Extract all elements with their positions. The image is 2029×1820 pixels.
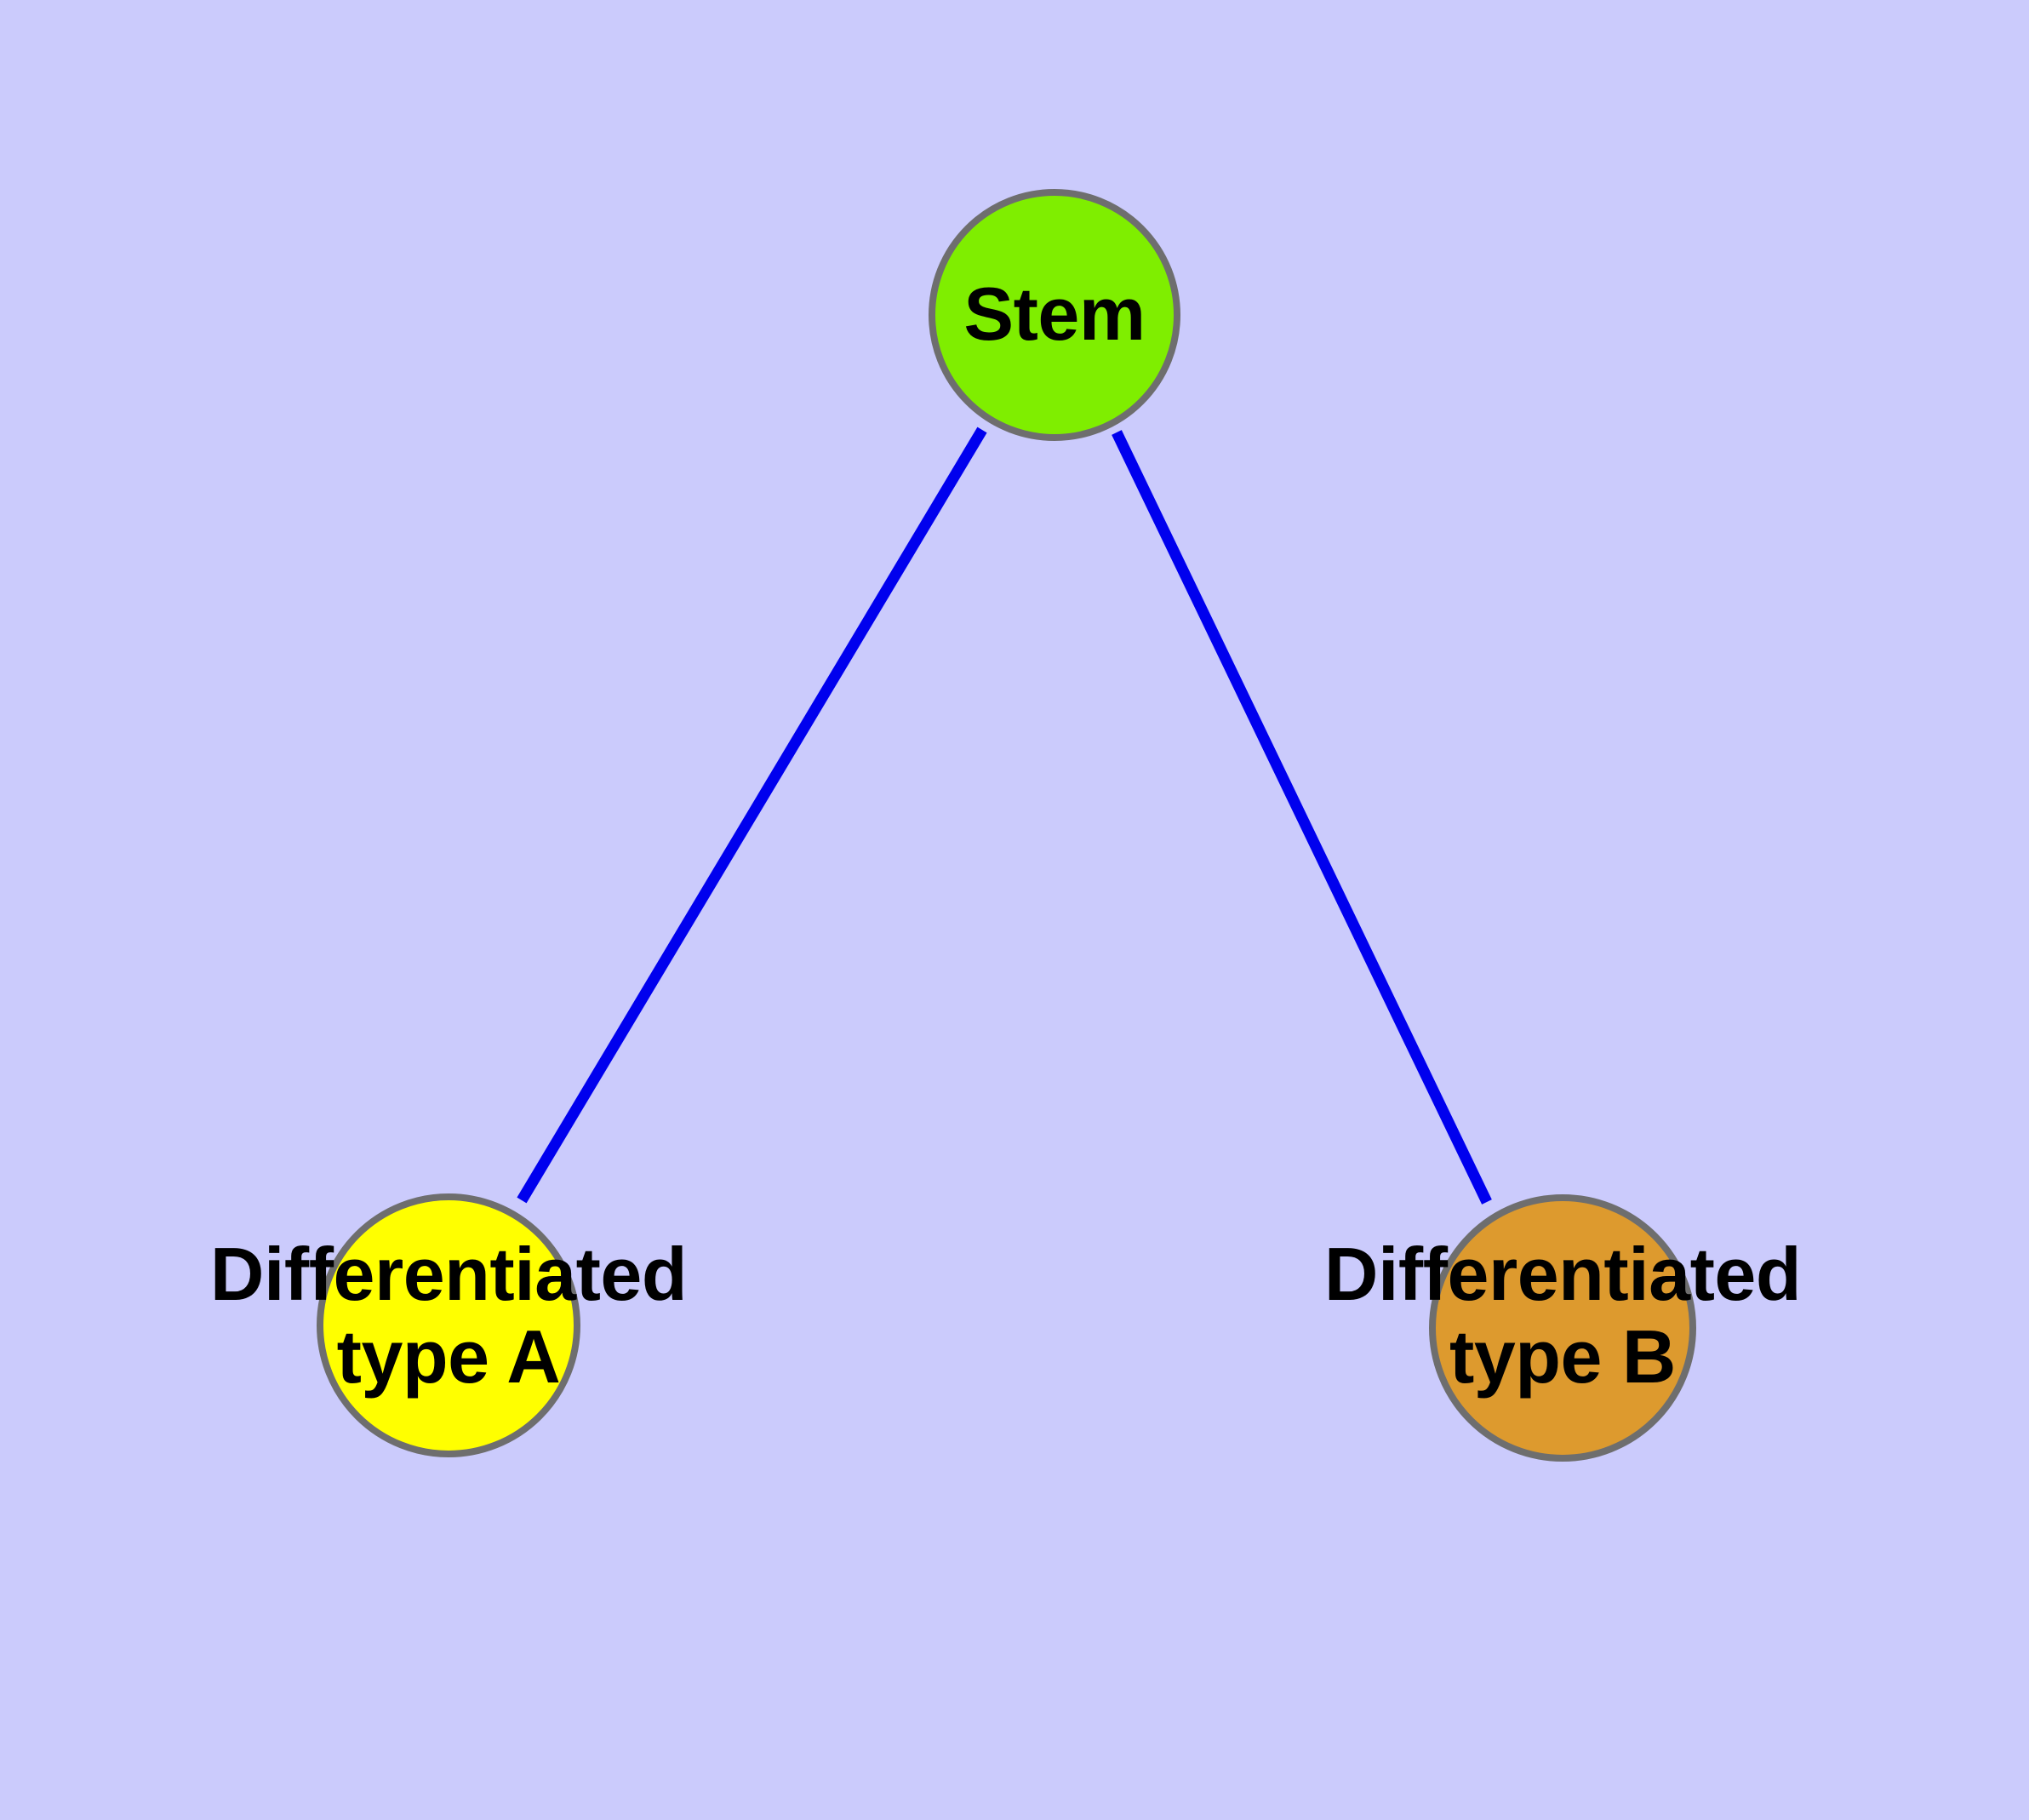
node-differentiated-type-b[interactable] xyxy=(1429,1194,1696,1462)
edge-stem-to-type-a[interactable] xyxy=(517,426,987,1204)
node-differentiated-type-a[interactable] xyxy=(317,1193,580,1457)
node-stem[interactable] xyxy=(929,189,1180,441)
edge-stem-to-type-b[interactable] xyxy=(1112,430,1492,1205)
